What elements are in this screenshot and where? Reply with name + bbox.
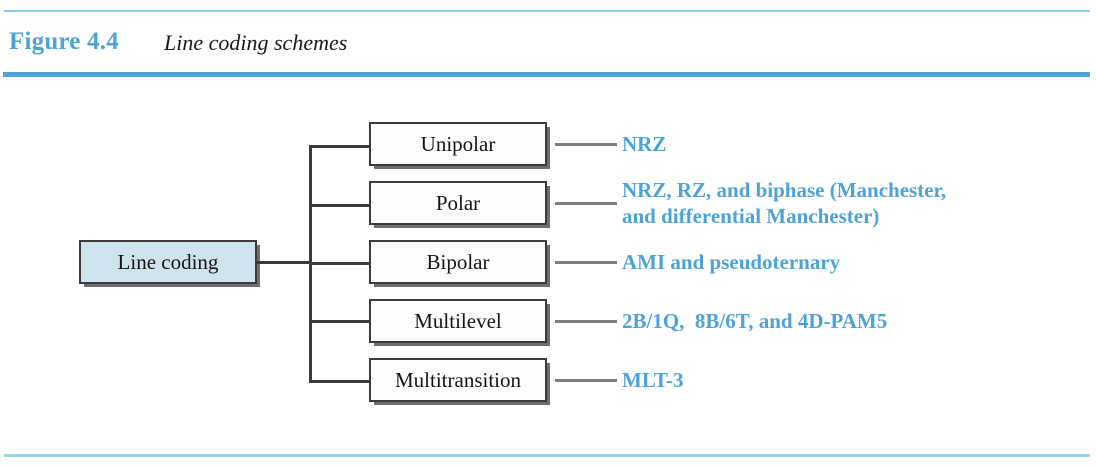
node-bipolar-label: Bipolar xyxy=(426,249,490,274)
node-polar: Polar xyxy=(369,181,547,225)
connector-stub-multitransition xyxy=(555,379,617,382)
node-multitransition-label: Multitransition xyxy=(395,367,521,392)
node-multitransition: Multitransition xyxy=(369,358,547,402)
top-rule xyxy=(4,10,1090,12)
schemes-multilevel: 2B/1Q, 8B/6T, and 4D-PAM5 xyxy=(622,309,888,333)
schemes-unipolar: NRZ xyxy=(622,132,667,156)
connector-stub-polar xyxy=(555,202,617,205)
schemes-multitransition: MLT-3 xyxy=(622,368,684,392)
node-multilevel-label: Multilevel xyxy=(414,308,502,333)
node-polar-label: Polar xyxy=(435,190,481,215)
node-bipolar: Bipolar xyxy=(369,240,547,284)
connector-stub-multilevel xyxy=(555,320,617,323)
figure-label: Figure 4.4 xyxy=(9,28,119,55)
node-multilevel: Multilevel xyxy=(369,299,547,343)
node-line-coding: Line coding xyxy=(79,240,257,284)
connector-branch-multilevel xyxy=(309,320,370,323)
connector-stub-bipolar xyxy=(555,261,617,264)
schemes-bipolar: AMI and pseudoternary xyxy=(622,250,841,274)
connector-root-to-spine xyxy=(257,261,312,264)
connector-branch-bipolar xyxy=(309,262,370,265)
connector-stub-unipolar xyxy=(555,143,617,146)
node-unipolar-label: Unipolar xyxy=(420,131,496,156)
node-line-coding-label: Line coding xyxy=(117,249,219,274)
figure-title: Line coding schemes xyxy=(164,30,348,55)
connector-branch-unipolar xyxy=(309,145,370,148)
schemes-polar: NRZ, RZ, and biphase (Manchester, and di… xyxy=(622,178,947,228)
connector-branch-multitransition xyxy=(309,380,370,383)
node-unipolar: Unipolar xyxy=(369,122,547,166)
title-underline-rule xyxy=(3,72,1090,77)
connector-branch-polar xyxy=(309,204,370,207)
bottom-rule xyxy=(4,454,1090,457)
